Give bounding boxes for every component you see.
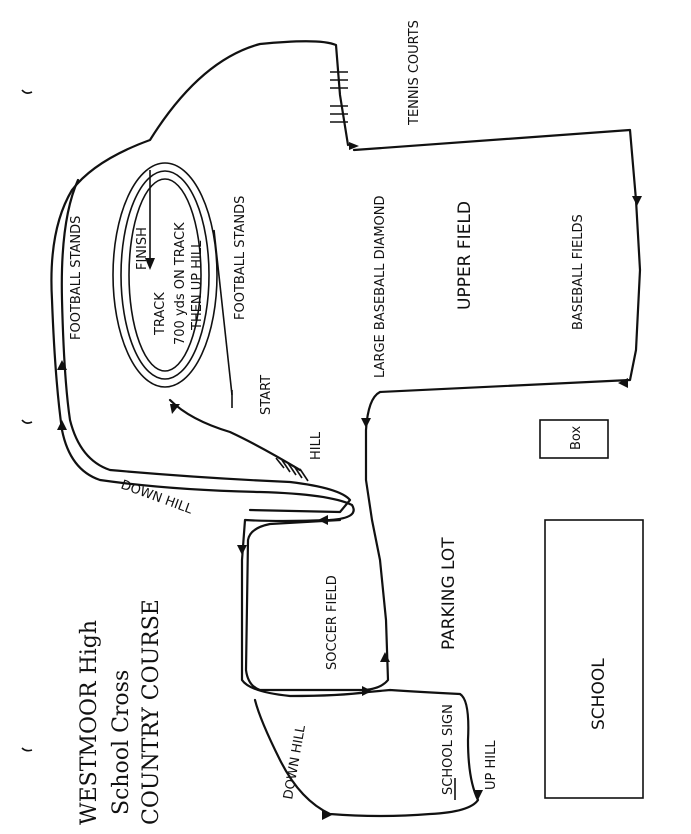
arrow-icon-6 xyxy=(57,420,67,430)
large-baseball-diamond-label: LARGE BASEBALL DIAMOND xyxy=(373,195,388,378)
arrow-icon-3 xyxy=(618,378,628,388)
track-inner xyxy=(120,170,210,380)
start-label: START xyxy=(259,375,274,415)
page-corner-marks xyxy=(21,89,33,752)
school-building xyxy=(544,519,644,799)
track-outer xyxy=(112,162,218,388)
arrow-icon-9 xyxy=(362,686,372,696)
parking-lot-label: PARKING LOT xyxy=(439,537,459,650)
football-stands-right-label: FOOTBALL STANDS xyxy=(233,196,248,320)
arrow-icon-4 xyxy=(361,418,371,428)
arrow-icon-7 xyxy=(237,545,247,555)
school-sign-label: SCHOOL SIGN xyxy=(441,704,456,795)
large-baseball-diamond-text: LARGE BASEBALL DIAMOND xyxy=(373,195,388,378)
track-label: TRACK xyxy=(153,292,168,336)
tennis-courts-label: TENNIS COURTS xyxy=(407,20,422,126)
box-label: Box xyxy=(569,426,584,450)
track-note-1: 700 yds ON TRACK xyxy=(173,222,188,345)
finish-label: FINISH xyxy=(135,227,150,270)
football-stands-left-label: FOOTBALL STANDS xyxy=(69,216,84,340)
up-hill-label: UP HILL xyxy=(484,740,499,790)
finish-arrow-icon xyxy=(145,258,155,270)
hill-hatch-marks xyxy=(275,457,309,482)
soccer-field-label: SOCCER FIELD xyxy=(325,575,340,670)
arrow-icon-12 xyxy=(322,810,332,820)
arrow-icon-13 xyxy=(473,790,483,800)
football-stands-right-line xyxy=(213,229,233,396)
upper-field-label: UPPER FIELD xyxy=(455,201,475,310)
arrow-icon-2 xyxy=(632,196,642,206)
tennis-court-ticks xyxy=(330,71,348,123)
down-hill-bottom-label: DOWN HILL xyxy=(281,723,309,800)
arrow-icon-1 xyxy=(349,142,359,150)
track-innermost xyxy=(128,178,202,372)
title-line-2: School Cross xyxy=(109,670,134,815)
down-hill-top-label: DOWN HILL xyxy=(119,478,195,518)
arrow-icon-5 xyxy=(57,360,67,370)
title-line-1: WESTMOOR High xyxy=(77,620,102,825)
course-route-parallel xyxy=(60,178,352,514)
arrow-icon-11 xyxy=(170,404,180,414)
box-structure xyxy=(539,419,609,459)
arrow-icon-8 xyxy=(318,515,328,525)
course-route-hill-path xyxy=(168,398,302,472)
school-label: SCHOOL xyxy=(589,658,609,730)
title-line-3: COUNTRY COURSE xyxy=(139,599,164,825)
baseball-fields-label: BASEBALL FIELDS xyxy=(571,214,586,330)
hill-label: HILL xyxy=(309,431,324,460)
track-note-2: THEN UP HILL xyxy=(190,240,205,331)
arrow-icon-10 xyxy=(380,652,390,662)
course-route-inner xyxy=(244,128,642,692)
